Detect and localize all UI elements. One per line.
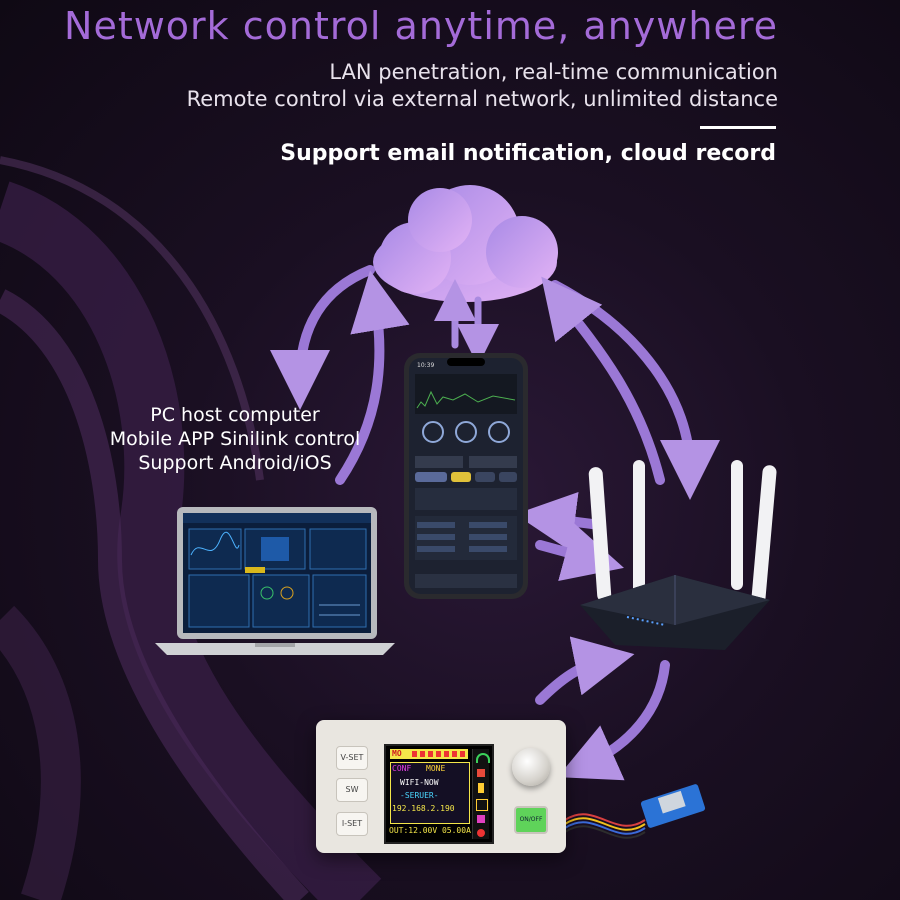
- page-title: Network control anytime, anywhere: [64, 4, 778, 48]
- power-supply-device: V-SET SW I-SET MO CONF MONE WIFI-NOW -SE…: [316, 720, 566, 853]
- status-icons: [472, 749, 490, 839]
- indicator-dots: [412, 751, 468, 757]
- onoff-button[interactable]: ON/OFF: [514, 806, 548, 834]
- router-image: [580, 460, 777, 650]
- divider: [700, 126, 776, 129]
- feature-line: Support email notification, cloud record: [280, 141, 776, 166]
- network-arrows: [270, 265, 720, 781]
- speaker-icon: [477, 769, 485, 777]
- wifi-module-image: [565, 784, 706, 839]
- vset-button[interactable]: V-SET: [336, 746, 368, 770]
- p-icon: [476, 799, 488, 811]
- cloud-icon: [373, 185, 558, 302]
- record-icon: [477, 829, 485, 837]
- pc-label-line-2: Mobile APP Sinilink control: [109, 428, 361, 450]
- pc-label-line-3: Support Android/iOS: [138, 452, 332, 474]
- conf-label: CONF: [392, 764, 412, 773]
- rotary-knob[interactable]: [512, 748, 550, 786]
- phone-time: 10:39: [417, 362, 434, 369]
- laptop-image: [155, 507, 395, 655]
- output-readout: OUT:12.00V 05.00A: [389, 826, 471, 835]
- battery-icon: [478, 783, 484, 793]
- sw-button[interactable]: SW: [336, 778, 368, 802]
- ip-address: 192.168.2.190: [392, 804, 455, 813]
- wifi-status: WIFI-NOW: [400, 778, 439, 787]
- subtitle-line-2: Remote control via external network, unl…: [186, 87, 778, 111]
- mode-label: MO: [392, 749, 402, 758]
- iset-button[interactable]: I-SET: [336, 812, 368, 836]
- lock-icon: [477, 815, 485, 823]
- phone-image: 10:39: [404, 353, 528, 599]
- device-screen: MO CONF MONE WIFI-NOW -SERUER- 192.168.2…: [384, 744, 494, 844]
- wifi-icon: [476, 753, 490, 763]
- server-status: -SERUER-: [400, 791, 439, 800]
- pc-label-line-1: PC host computer: [150, 404, 320, 426]
- mone-label: MONE: [426, 764, 446, 773]
- subtitle-line-1: LAN penetration, real-time communication: [329, 60, 778, 84]
